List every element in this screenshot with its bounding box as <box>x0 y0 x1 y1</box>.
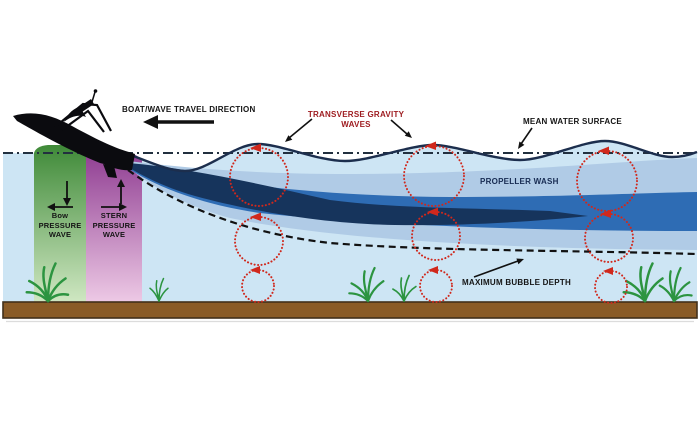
orbital-circle <box>229 143 289 207</box>
maximum-bubble-depth-line <box>127 169 698 256</box>
boat-silhouette <box>13 89 135 178</box>
stern-pressure-wave-label: STERN PRESSURE WAVE <box>93 211 136 240</box>
boat-hull <box>13 113 135 171</box>
bow-label-line1: Bow <box>51 211 69 220</box>
bubble-depth-arrow <box>473 260 519 278</box>
propeller-wash-label: PROPELLER WASH <box>480 177 559 186</box>
bow-label-line3: WAVE <box>48 230 72 239</box>
transverse-left-arrowhead <box>285 135 293 142</box>
stern-label-line1: STERN <box>100 211 128 220</box>
orbital-circle <box>584 209 634 263</box>
stern-label-line3: WAVE <box>102 230 126 239</box>
boat-antenna-light <box>93 89 98 93</box>
transverse-gravity-waves-line1: TRANSVERSE GRAVITY <box>307 110 405 119</box>
bow-left-arrowhead <box>47 203 55 211</box>
transverse-right-arrowhead <box>404 131 412 138</box>
grass-tuft <box>25 262 70 303</box>
transverse-gravity-waves-line2: WAVES <box>341 119 371 129</box>
seabed <box>2 301 698 319</box>
bow-label-line2: PRESSURE <box>38 220 82 230</box>
orbital-circle <box>234 212 284 266</box>
grass-tuft <box>392 274 417 302</box>
stern-pressure-column <box>86 147 142 302</box>
orbital-circle <box>411 207 461 261</box>
transverse-right-arrow <box>390 119 408 135</box>
bow-pressure-wave-label: Bow PRESSURE WAVE <box>39 211 82 240</box>
grass-tuft <box>348 266 385 303</box>
orbital-circle <box>594 267 628 304</box>
travel-direction-arrowhead <box>143 115 158 129</box>
orbital-circle <box>576 146 638 212</box>
boat-tower-rack <box>79 99 94 112</box>
grass-tuft <box>658 266 693 303</box>
transverse-left-arrow <box>288 118 313 139</box>
orbital-circle <box>419 266 453 303</box>
stern-right-arrowhead <box>119 203 127 211</box>
transverse-gravity-waves-label: TRANSVERSE GRAVITY WAVES <box>308 110 404 129</box>
mean-water-surface-label: MEAN WATER SURFACE <box>523 117 623 126</box>
grass-tuft <box>622 262 664 303</box>
bubble-depth-arrowhead <box>516 258 524 265</box>
travel-direction-label: BOAT/WAVE TRAVEL DIRECTION <box>122 105 256 114</box>
orbital-circle <box>403 141 465 207</box>
bow-down-arrowhead <box>63 198 71 206</box>
propeller-wash-dark-core <box>128 163 588 226</box>
mean-surface-arrow <box>520 127 533 145</box>
bow-pressure-column <box>34 145 86 302</box>
orbital-circles <box>229 141 638 304</box>
grass-tufts <box>25 262 693 303</box>
orbital-circle <box>241 266 275 303</box>
maximum-bubble-depth-label: MAXIMUM BUBBLE DEPTH <box>462 278 571 287</box>
stern-label-line2: PRESSURE <box>92 220 136 230</box>
pressure-flow-arrows <box>47 179 127 211</box>
boat-windshield <box>64 107 86 122</box>
boat-outdrive <box>103 164 117 178</box>
grass-tuft <box>149 277 169 302</box>
mean-surface-arrowhead <box>518 141 525 149</box>
annotation-arrows <box>143 115 533 278</box>
stern-up-arrowhead <box>117 179 125 187</box>
